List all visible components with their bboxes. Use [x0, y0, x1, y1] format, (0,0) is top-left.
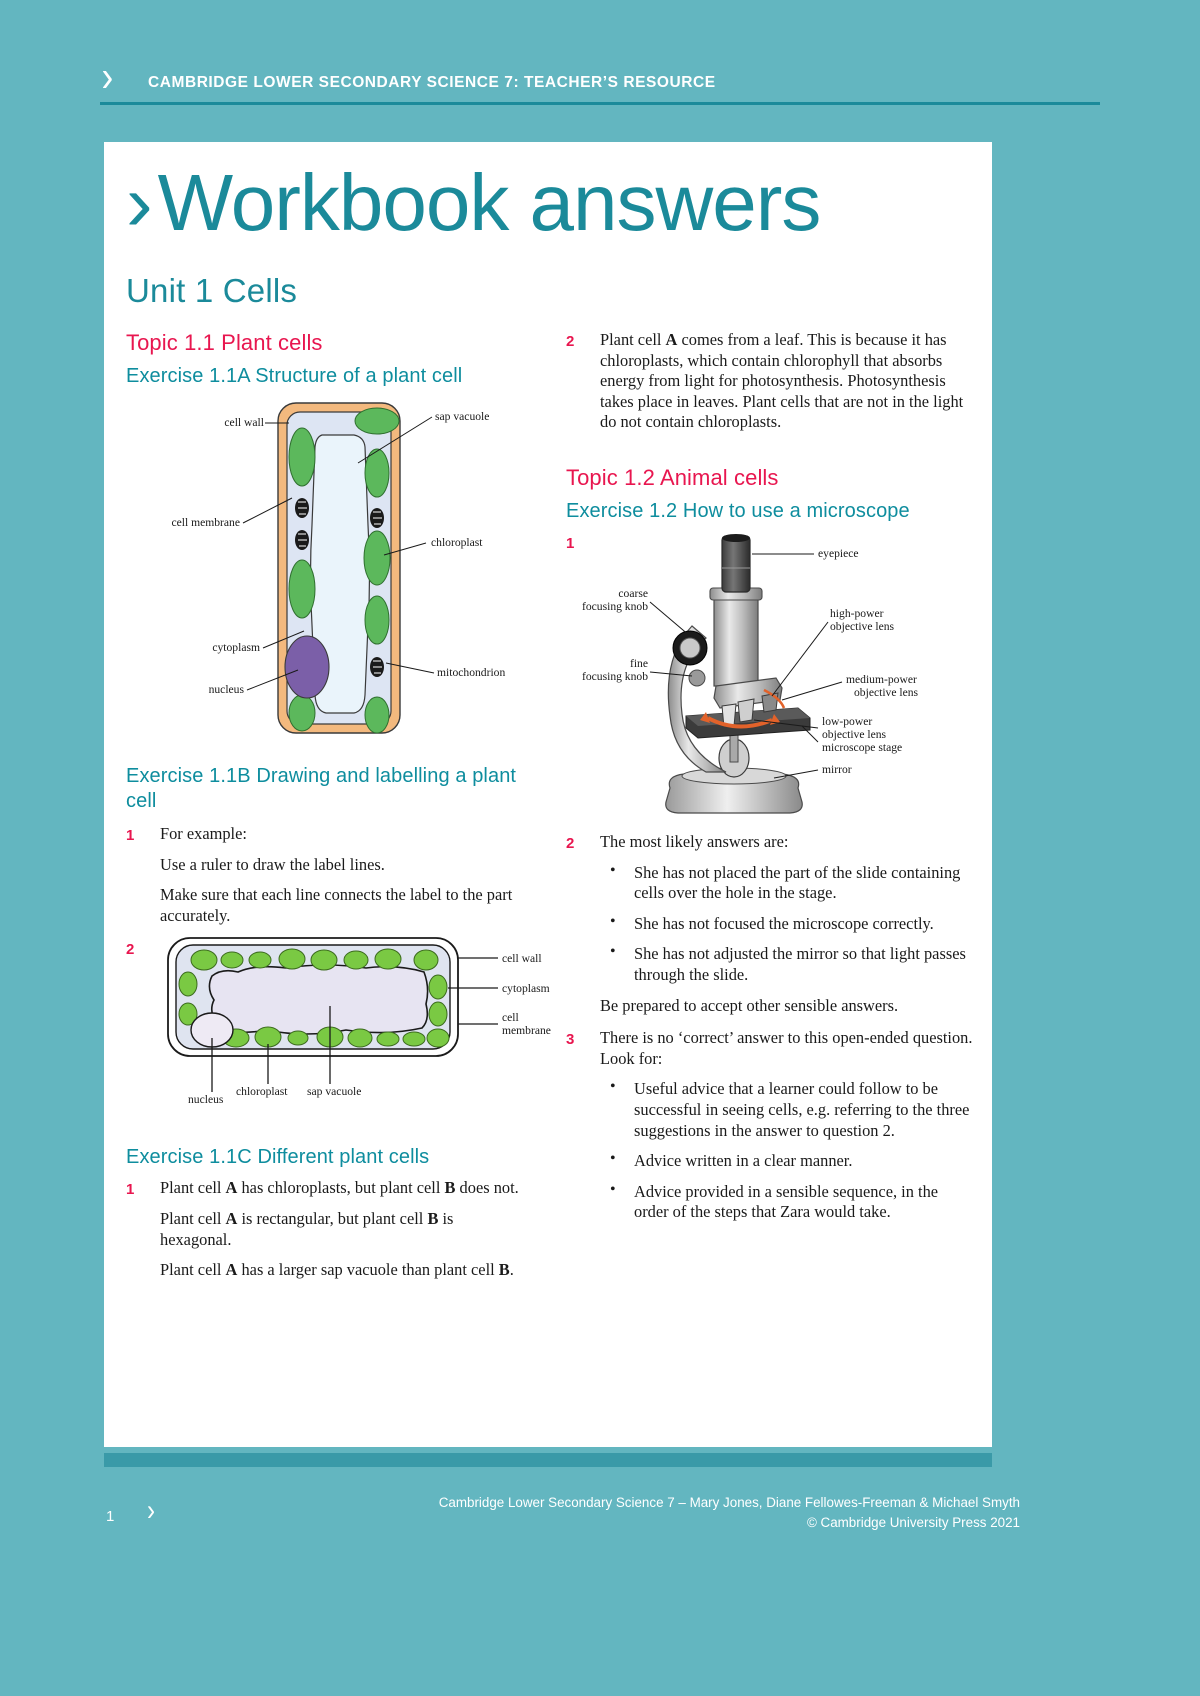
list-item: She has not placed the part of the slide… [600, 861, 974, 904]
c1-line-3: Plant cell A has a larger sap vacuole th… [160, 1260, 514, 1280]
c1-line-2: Plant cell A is rectangular, but plant c… [160, 1208, 454, 1249]
q1-line-1: For example: [160, 824, 247, 843]
header-rule [100, 102, 1100, 105]
topic-1-2-heading: Topic 1.2 Animal cells [566, 464, 779, 490]
label-cytoplasm: cytoplasm [212, 641, 260, 654]
drawn-cell-svg [167, 937, 498, 1093]
microscope-label-medium-power-line1: medium-power [846, 672, 917, 686]
microscope-label-fine-line1: fine [629, 656, 648, 670]
microscope-label-low-power-line2: objective lens [822, 727, 887, 741]
drawn-label-cytoplasm: cytoplasm [502, 982, 550, 996]
microscope-label-eyepiece: eyepiece [818, 546, 859, 560]
m2-intro: The most likely answers are: [600, 831, 789, 851]
topic-1-1-heading: Topic 1.1 Plant cells [126, 330, 323, 355]
label-mitochondrion: mitochondrion [437, 666, 506, 679]
label-cell-membrane: cell membrane [171, 516, 240, 529]
page-number: 1 [106, 1508, 115, 1525]
microscope-label-mirror: mirror [822, 762, 852, 776]
page-sheet: ›Workbook answers Unit 1 Cells Topic 1.1… [104, 142, 992, 1447]
drawn-plant-cell-diagram: 2 [126, 932, 551, 1137]
page-header: › CAMBRIDGE LOWER SECONDARY SCIENCE 7: T… [0, 0, 1200, 112]
footer-line-1: Cambridge Lower Secondary Science 7 – Ma… [438, 1495, 1020, 1510]
label-sap-vacuole: sap vacuole [435, 410, 490, 423]
right-q3-block: 3 There is no ‘correct’ answer to this o… [566, 1028, 974, 1233]
exercise-1-1b-heading: Exercise 1.1B Drawing and labelling a pl… [126, 765, 517, 812]
drawn-label-cell-membrane-line2: membrane [502, 1024, 551, 1038]
footer-line-2: © Cambridge University Press 2021 [806, 1515, 1020, 1530]
exercise-1-1c-q1: 1 Plant cell A has chloroplasts, but pla… [126, 1178, 526, 1280]
label-chloroplast: chloroplast [431, 536, 483, 549]
footer-bar [104, 1453, 992, 1467]
list-item: Useful advice that a learner could follo… [600, 1077, 974, 1141]
microscope-label-medium-power-line2: objective lens [854, 685, 919, 699]
m1-number: 1 [566, 534, 575, 552]
m2-number: 2 [566, 834, 575, 852]
header-chevron-icon: › [101, 52, 114, 101]
drawn-label-cell-membrane-line1: cell [502, 1011, 519, 1025]
right-q2-answers-block: 2 The most likely answers are: She has n… [566, 832, 974, 1016]
microscope-label-low-power-line1: low-power [822, 714, 873, 728]
unit-title: Unit 1 Cells [126, 272, 298, 309]
plant-cell-diagram: cell wall cell membrane cytoplasm nucleu… [126, 395, 526, 750]
label-cell-wall: cell wall [224, 416, 264, 429]
drawn-label-chloroplast: chloroplast [236, 1085, 288, 1099]
microscope-label-high-power-line1: high-power [830, 606, 884, 620]
page-title: ›Workbook answers [126, 158, 822, 247]
q1-number: 1 [126, 827, 135, 844]
exercise-1-1c-heading: Exercise 1.1C Different plant cells [126, 1146, 430, 1169]
label-nucleus: nucleus [208, 683, 244, 696]
q1-line-3: Make sure that each line connects the la… [160, 885, 513, 925]
q1-line-2: Use a ruler to draw the label lines. [160, 854, 385, 874]
drawn-label-sap-vacuole: sap vacuole [307, 1085, 362, 1099]
m2-bullet-list: She has not placed the part of the slide… [600, 861, 974, 986]
plant-cell-svg [242, 402, 435, 734]
right-column: 2 Plant cell A comes from a leaf. This i… [566, 330, 974, 1233]
right-q2-block: 2 Plant cell A comes from a leaf. This i… [566, 330, 974, 433]
q2-number: 2 [126, 941, 135, 959]
left-column: Topic 1.1 Plant cells Exercise 1.1A Stru… [126, 330, 551, 1281]
m2-closing: Be prepared to accept other sensible ans… [600, 995, 899, 1015]
header-title: CAMBRIDGE LOWER SECONDARY SCIENCE 7: TEA… [148, 74, 716, 91]
exercise-1-1b-q1: 1 For example: Use a ruler to draw the l… [126, 824, 526, 926]
c1-line-1: Plant cell A has chloroplasts, but plant… [160, 1178, 519, 1198]
page-title-text: Workbook answers [157, 158, 822, 247]
right-q2-text: Plant cell A comes from a leaf. This is … [600, 330, 964, 432]
footer-chevron-icon: › [147, 1494, 155, 1527]
microscope-label-fine-line2: focusing knob [581, 669, 648, 683]
microscope-label-high-power-line2: objective lens [830, 619, 895, 633]
list-item: Advice provided in a sensible sequence, … [600, 1180, 974, 1223]
m3-bullet-list: Useful advice that a learner could follo… [600, 1077, 974, 1223]
m3-number: 3 [566, 1031, 575, 1049]
drawn-label-nucleus: nucleus [188, 1093, 224, 1107]
microscope-svg [649, 533, 843, 814]
m3-intro: There is no ‘correct’ answer to this ope… [600, 1028, 973, 1068]
microscope-label-coarse-line2: focusing knob [581, 599, 648, 613]
exercise-1-2-heading: Exercise 1.2 How to use a microscope [566, 499, 910, 522]
microscope-label-coarse-line1: coarse [618, 586, 648, 600]
microscope-diagram: 1 [566, 530, 974, 830]
c1-number: 1 [126, 1181, 135, 1199]
list-item: She has not focused the microscope corre… [600, 912, 974, 935]
list-item: She has not adjusted the mirror so that … [600, 942, 974, 985]
footer-text: Cambridge Lower Secondary Science 7 – Ma… [260, 1493, 1020, 1533]
drawn-label-cell-wall: cell wall [502, 952, 542, 966]
exercise-1-1a-heading: Exercise 1.1A Structure of a plant cell [126, 365, 463, 387]
title-chevron-icon: › [126, 158, 153, 247]
microscope-label-stage: microscope stage [822, 740, 903, 754]
right-q2-number: 2 [566, 333, 575, 350]
list-item: Advice written in a clear manner. [600, 1149, 974, 1172]
